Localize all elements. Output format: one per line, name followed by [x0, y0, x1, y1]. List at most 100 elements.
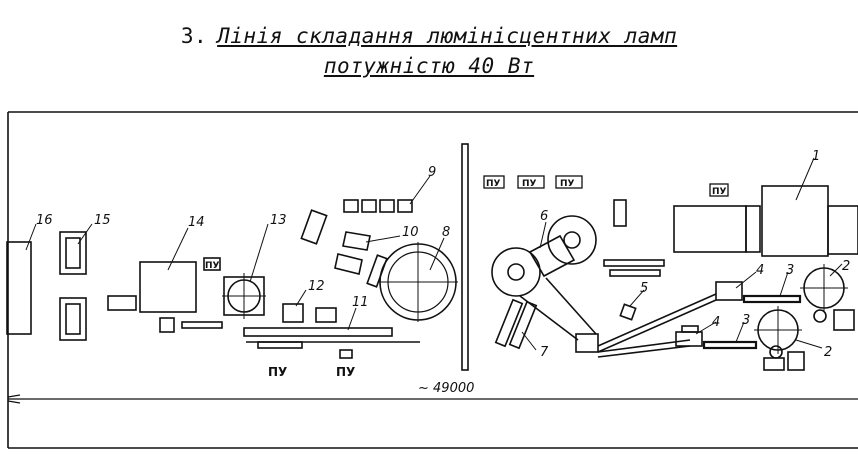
leader-3a: [779, 271, 789, 297]
label-2b: 2: [824, 345, 832, 360]
leader-4b: [695, 321, 717, 335]
equipment-10b: [342, 231, 371, 251]
leader-5: [629, 289, 645, 307]
leader-1: [795, 157, 815, 201]
leader-6: [539, 221, 547, 249]
equipment-6-left-wheel: [491, 247, 541, 297]
leader-14: [167, 227, 189, 271]
equipment-1-left: [673, 205, 747, 253]
equipment-2-lower-box-2: [787, 351, 805, 371]
leader-11: [347, 307, 357, 331]
equipment-6-right-wheel: [547, 215, 597, 265]
partition-wall: [461, 143, 469, 371]
equipment-16: [6, 241, 32, 335]
control-panel-left: [203, 257, 221, 271]
equipment-4-upper: [715, 281, 743, 301]
label-16: 16: [36, 213, 53, 228]
equipment-6-right-hub: [563, 231, 581, 249]
diagram-title-line-1: 3. Лінія складання люмінісцентних ламп: [0, 24, 858, 48]
leader-16: [25, 223, 37, 251]
label-3a: 3: [786, 263, 794, 278]
dimension-arrow-left-2: [7, 400, 21, 404]
leader-2a: [829, 263, 843, 277]
label-6: 6: [540, 209, 548, 224]
label-5: 5: [640, 281, 648, 296]
equipment-1-main: [761, 185, 829, 257]
title-text-2: потужністю 40 Вт: [323, 54, 535, 78]
label-4a: 4: [756, 263, 764, 278]
conveyor-11-base: [257, 341, 303, 349]
leader-3b: [735, 321, 745, 343]
dimension-arrow-left: [7, 394, 21, 398]
label-1: 1: [812, 149, 820, 164]
conveyor-11: [243, 327, 393, 337]
equipment-3-upper: [742, 294, 802, 304]
transfer-line-2b: [597, 345, 691, 358]
equipment-10c: [334, 253, 363, 275]
leader-15: [77, 223, 93, 245]
equipment-5: [619, 303, 637, 321]
equipment-aux-bar-1: [603, 259, 665, 267]
label-3b: 3: [742, 313, 750, 328]
equipment-14: [139, 261, 197, 313]
diagram-title-line-2: потужністю 40 Вт: [0, 54, 858, 78]
equipment-9d: [397, 199, 413, 213]
equipment-aux-vertical: [613, 199, 627, 227]
equipment-9b: [361, 199, 377, 213]
equipment-6-bridge: [528, 234, 576, 278]
label-11: 11: [352, 295, 369, 310]
label-7: 7: [540, 345, 549, 360]
transfer-line-1: [597, 293, 717, 347]
equipment-2-upper-box: [833, 309, 855, 331]
equipment-6-arm-2: [545, 277, 597, 335]
control-panel-label-5: ПУ: [205, 261, 220, 271]
equipment-7a: [494, 298, 524, 348]
equipment-2-upper-roller: [813, 309, 827, 323]
dimension-label: ~ 49000: [418, 381, 474, 396]
transfer-line-2: [597, 339, 691, 353]
label-10: 10: [402, 225, 419, 240]
equipment-6-left-hub: [507, 263, 525, 281]
equipment-10a: [300, 209, 328, 245]
leader-9: [409, 175, 431, 205]
control-panel-label-6: ПУ: [268, 365, 287, 379]
control-panel-box-4: [709, 183, 729, 197]
control-panel-label-2: ПУ: [522, 179, 537, 189]
control-panel-box-1: [483, 175, 505, 189]
leader-8: [429, 237, 445, 271]
equipment-2-lower-box: [763, 357, 785, 371]
control-panel-label-7: ПУ: [336, 365, 355, 379]
label-8: 8: [442, 225, 450, 240]
equipment-2-lower-roller: [769, 345, 783, 359]
equipment-1-joint: [745, 205, 761, 253]
control-panel-box-2: [517, 175, 545, 189]
equipment-14-bar: [181, 321, 223, 329]
leader-7: [521, 331, 537, 351]
equipment-15b-inner: [65, 303, 81, 335]
label-12: 12: [308, 279, 325, 294]
leader-10: [365, 235, 401, 243]
control-panel-label-4: ПУ: [712, 187, 727, 197]
equipment-15-inner: [65, 237, 81, 269]
equipment-15: [59, 231, 87, 275]
control-panel-label-1: ПУ: [486, 179, 501, 189]
equipment-14-base: [159, 317, 175, 333]
equipment-4-lower: [675, 331, 703, 347]
control-panel-bottom-box: [339, 349, 353, 359]
leader-2b: [795, 339, 823, 349]
equipment-6-base: [575, 333, 599, 353]
control-panel-label-3: ПУ: [560, 179, 575, 189]
equipment-9c: [379, 199, 395, 213]
label-15: 15: [94, 213, 111, 228]
equipment-3-lower: [702, 340, 758, 350]
label-2a: 2: [842, 259, 850, 274]
title-text-1: Лінія складання люмінісцентних ламп: [217, 24, 678, 48]
equipment-15b: [59, 297, 87, 341]
equipment-12-aux: [315, 307, 337, 323]
transfer-line-1b: [597, 299, 717, 353]
equipment-9a: [343, 199, 359, 213]
leader-13: [249, 223, 269, 283]
control-panel-box-3: [555, 175, 583, 189]
leader-4a: [735, 271, 757, 289]
section-number: 3.: [180, 24, 208, 48]
